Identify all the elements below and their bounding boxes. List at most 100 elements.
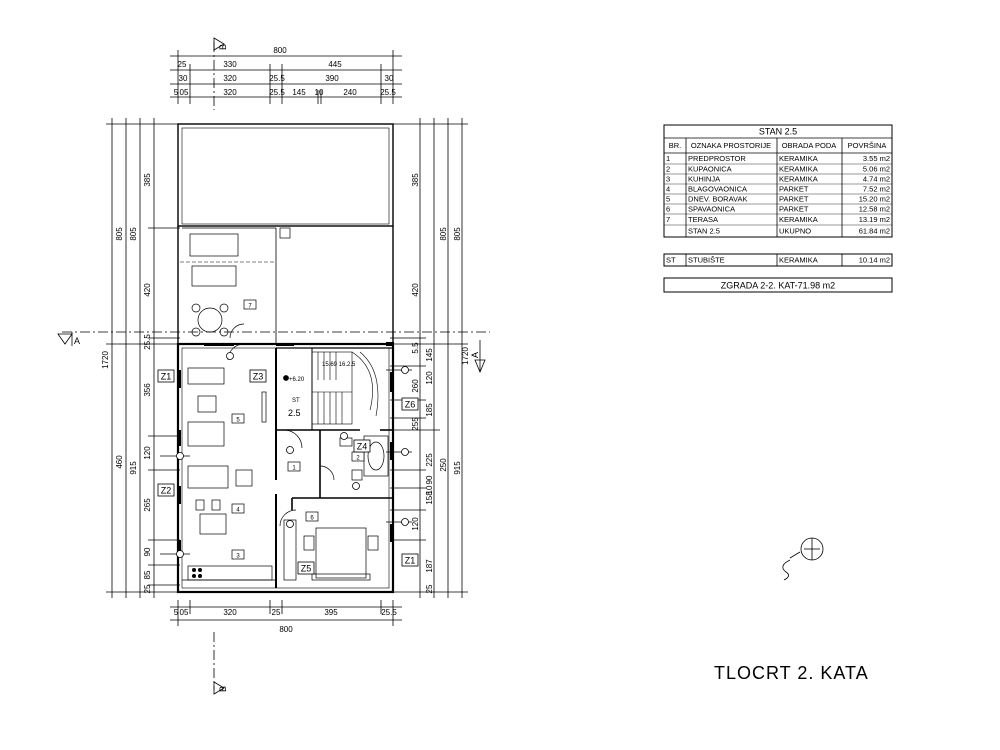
dim-top-2b: 320 <box>223 74 237 83</box>
zone-tag-z2: Z2 <box>161 486 172 496</box>
zone-tag-z1-right: Z1 <box>405 556 416 566</box>
dim-top-3f: 10 <box>315 88 324 97</box>
table-header-area: POVRŠINA <box>848 141 887 150</box>
interior-furniture <box>187 343 389 581</box>
dim-right-b: 420 <box>411 283 420 297</box>
dim-left-b: 420 <box>143 283 152 297</box>
table-cell: 12.58 m2 <box>859 205 890 214</box>
dim-right-outer-d: 915 <box>453 461 462 475</box>
table-cell: DNEV. BORAVAK <box>688 195 747 204</box>
zone-tag-z3: Z3 <box>253 372 264 382</box>
dim-right-d: 145 <box>425 348 434 362</box>
table-title: STAN 2.5 <box>759 127 797 137</box>
dim-right-i: 10 <box>425 485 434 494</box>
north-arrow-icon <box>782 537 824 581</box>
table-cell: 5 <box>666 195 670 204</box>
dim-top-3e: 145 <box>292 88 306 97</box>
section-label-a-right: A <box>470 352 480 358</box>
staircase <box>311 351 379 425</box>
table-cell: BLAGOVAONICA <box>688 185 747 194</box>
dim-top-1a: 25 <box>178 60 187 69</box>
section-label-b-top: B <box>218 44 228 50</box>
stairs-area-row: ST STUBIŠTE KERAMIKA 10.14 m2 <box>663 253 893 267</box>
dim-top-2e: 30 <box>385 74 394 83</box>
table-header-no: BR. <box>669 141 682 150</box>
unit-label: 2.5 <box>288 408 301 418</box>
table-cell: KERAMIKA <box>779 215 818 224</box>
dim-right-mid-a: 260 <box>411 379 420 393</box>
table-cell: PARKET <box>779 195 809 204</box>
table-cell: PREDPROSTOR <box>688 154 746 163</box>
table-cell: STAN 2.5 <box>688 227 720 236</box>
table-cell: 3.55 m2 <box>863 154 890 163</box>
summary-text: ZGRADA 2-2. KAT-71.98 m2 <box>721 281 835 291</box>
table-cell: KERAMIKA <box>779 154 818 163</box>
terrace-furniture <box>189 227 291 339</box>
dim-left-c: 25.5 <box>143 334 152 350</box>
dim-left-d: 356 <box>143 383 152 397</box>
dim-top-3c: 320 <box>223 88 237 97</box>
level-note: +6.20 <box>289 377 305 383</box>
room-tags: 1 2 3 4 5 6 7 <box>231 299 365 560</box>
section-label-a-left: A <box>74 336 80 346</box>
window-marks <box>177 342 394 556</box>
dim-bottom-total: 800 <box>279 625 293 634</box>
table-cell: KERAMIKA <box>779 256 818 265</box>
zone-tag-z5: Z5 <box>301 564 312 574</box>
section-marker-b-bottom: B <box>213 681 228 695</box>
dim-top-3g: 240 <box>343 88 357 97</box>
table-cell: 15.20 m2 <box>859 195 890 204</box>
table-cell: SPAVAONICA <box>688 205 735 214</box>
table-cell: ST <box>666 256 676 265</box>
dim-left-f: 265 <box>143 498 152 512</box>
dim-left-mid-b: 915 <box>129 461 138 475</box>
room-schedule-table: STAN 2.5 BR. OZNAKA PROSTORIJE OBRADA PO… <box>663 124 893 238</box>
table-cell: UKUPNO <box>779 227 811 236</box>
dim-top-1b: 330 <box>223 60 237 69</box>
dim-right-mid-b: 255 <box>411 417 420 431</box>
dim-right-l: 187 <box>425 559 434 573</box>
dim-left-h: 85 <box>143 570 152 579</box>
table-cell: 61.84 m2 <box>859 227 890 236</box>
stair-note: 15.69 16.2.5 <box>322 362 356 368</box>
table-cell: 7 <box>666 215 670 224</box>
dim-right-total: 1720 <box>461 347 470 365</box>
dim-top-3a: 5 <box>174 88 179 97</box>
equipment-symbols <box>192 568 202 578</box>
table-cell: 10.14 m2 <box>859 256 890 265</box>
table-cell: 6 <box>666 205 670 214</box>
bottom-dimension-lines <box>170 600 402 626</box>
building-summary: ZGRADA 2-2. KAT-71.98 m2 <box>663 277 893 293</box>
section-arrow-icon <box>57 333 73 345</box>
table-cell: 1 <box>666 154 670 163</box>
dim-right-outer-e: 250 <box>439 458 448 472</box>
table-cell: KUHINJA <box>688 175 720 184</box>
section-marker-a-right: A <box>470 352 486 374</box>
right-dimension-lines <box>390 118 468 598</box>
dim-right-k: 120 <box>411 517 420 531</box>
table-cell: 2 <box>666 165 670 174</box>
plan-title: TLOCRT 2. KATA <box>714 663 869 683</box>
dim-right-e: 120 <box>425 371 434 385</box>
dim-left-outer-a: 805 <box>115 227 124 241</box>
room-number-6: 6 <box>310 516 314 522</box>
left-dimension-lines <box>106 118 180 598</box>
table-cell: 4.74 m2 <box>863 175 890 184</box>
room-number-2: 2 <box>356 456 360 462</box>
dim-right-f: 185 <box>425 403 434 417</box>
dim-left-mid-a: 805 <box>129 227 138 241</box>
building-walls <box>176 123 395 594</box>
dim-left-outer-b: 1720 <box>101 351 110 369</box>
table-cell: 13.19 m2 <box>859 215 890 224</box>
table-header-room: OZNAKA PROSTORIJE <box>691 141 771 150</box>
table-cell: 7.52 m2 <box>863 185 890 194</box>
dim-right-outer-a: 805 <box>439 227 448 241</box>
dim-bottom-e: 395 <box>324 608 338 617</box>
section-arrow-icon <box>474 359 486 374</box>
section-arrow-icon <box>213 681 225 695</box>
section-label-b-bottom: B <box>218 686 228 692</box>
dim-left-i: 25 <box>143 584 152 593</box>
section-marker-a-left: A <box>57 333 80 346</box>
table-cell: 4 <box>666 185 670 194</box>
table-cell: KERAMIKA <box>779 175 818 184</box>
